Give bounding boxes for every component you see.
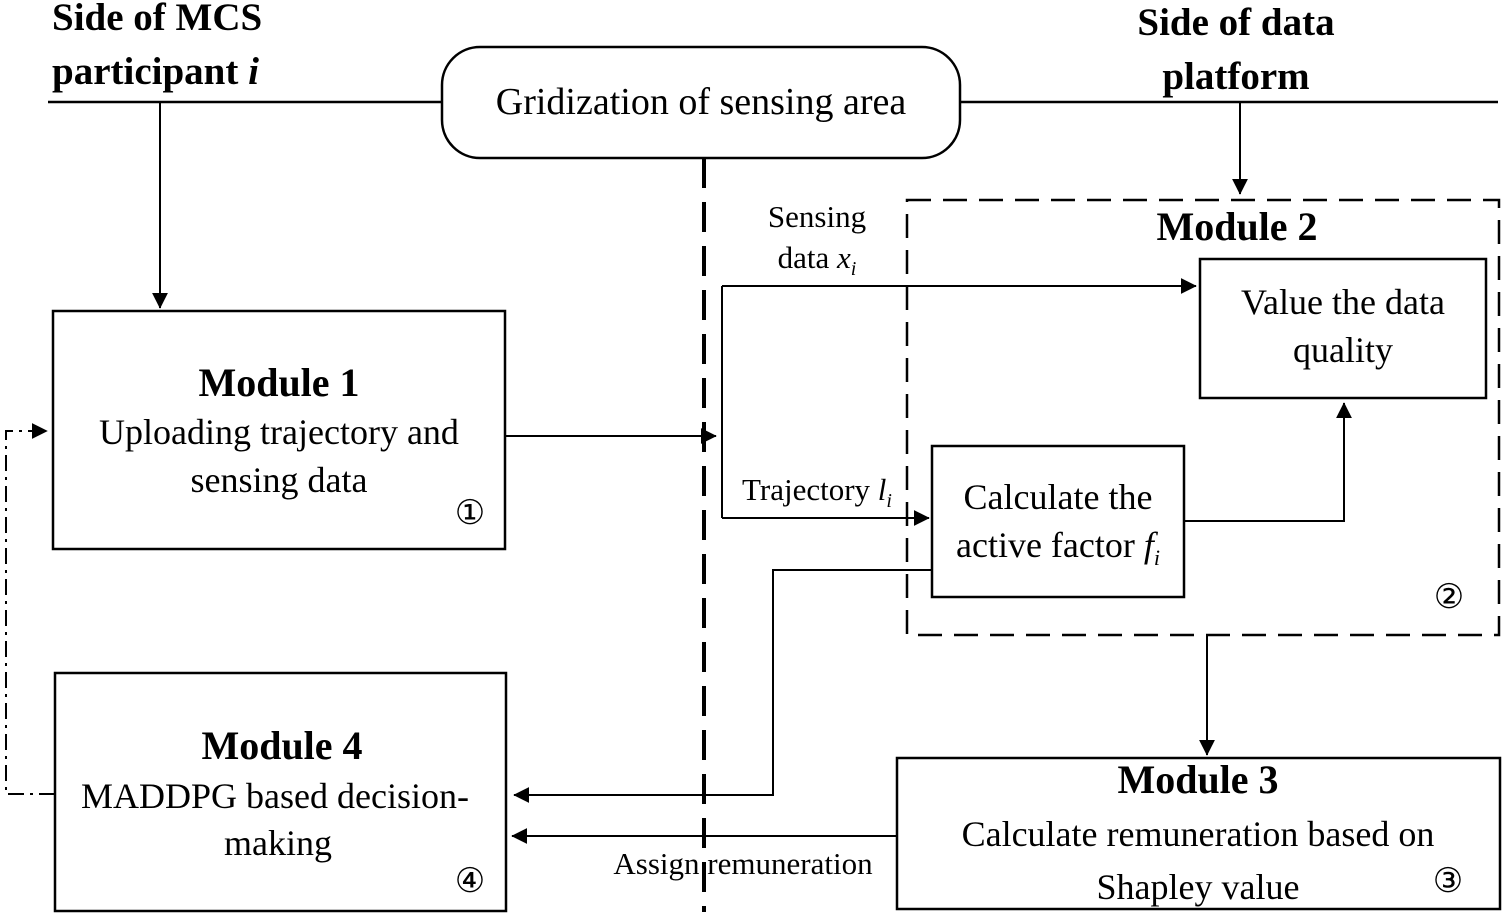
module1-line2: sensing data (191, 460, 368, 500)
module1-number: ① (455, 495, 485, 532)
module3-title: Module 3 (1117, 757, 1278, 802)
module2-container (905, 198, 1501, 637)
module4-number: ④ (455, 863, 485, 900)
value-data-quality-line2: quality (1293, 330, 1393, 370)
module4-title: Module 4 (201, 723, 362, 768)
platform-side-heading-line2: platform (1162, 55, 1309, 98)
module4-box (53, 671, 508, 913)
platform-side-heading-line1: Side of data (1137, 1, 1334, 44)
module4-line1: MADDPG based decision- (81, 776, 469, 816)
factor-to-quality-arrow (1184, 402, 1352, 522)
module4-line2: making (224, 823, 332, 863)
value-data-quality-box (1198, 257, 1488, 400)
module2-title: Module 2 (1156, 204, 1317, 249)
module3-box (895, 756, 1502, 911)
sensing-data-label-line2: data xi (778, 240, 857, 280)
module3-line2: Shapley value (1097, 867, 1300, 907)
trajectory-label: Trajectory li (742, 472, 892, 512)
active-factor-line1: Calculate the (964, 477, 1153, 517)
participant-side-heading-line2: participant i (52, 50, 259, 93)
module1-line1: Uploading trajectory and (99, 412, 459, 452)
gridization-label: Gridization of sensing area (496, 81, 907, 123)
module3-number: ③ (1433, 863, 1463, 900)
module1-box (51, 309, 507, 551)
module2-number: ② (1434, 579, 1464, 616)
module3-line1: Calculate remuneration based on (962, 814, 1435, 854)
assign-remuneration-label: Assign remuneration (613, 846, 873, 881)
factor-to-module4-arrow (513, 569, 932, 803)
module1-title: Module 1 (198, 360, 359, 405)
feedback-loop-arrow (5, 423, 55, 795)
gridization-pill (440, 45, 962, 160)
sensing-data-label-line1: Sensing (768, 199, 866, 234)
active-factor-box (930, 444, 1186, 599)
value-data-quality-line1: Value the data (1241, 282, 1445, 322)
participant-side-heading-line1: Side of MCS (52, 0, 262, 39)
active-factor-line2: active factor fi (956, 525, 1160, 570)
